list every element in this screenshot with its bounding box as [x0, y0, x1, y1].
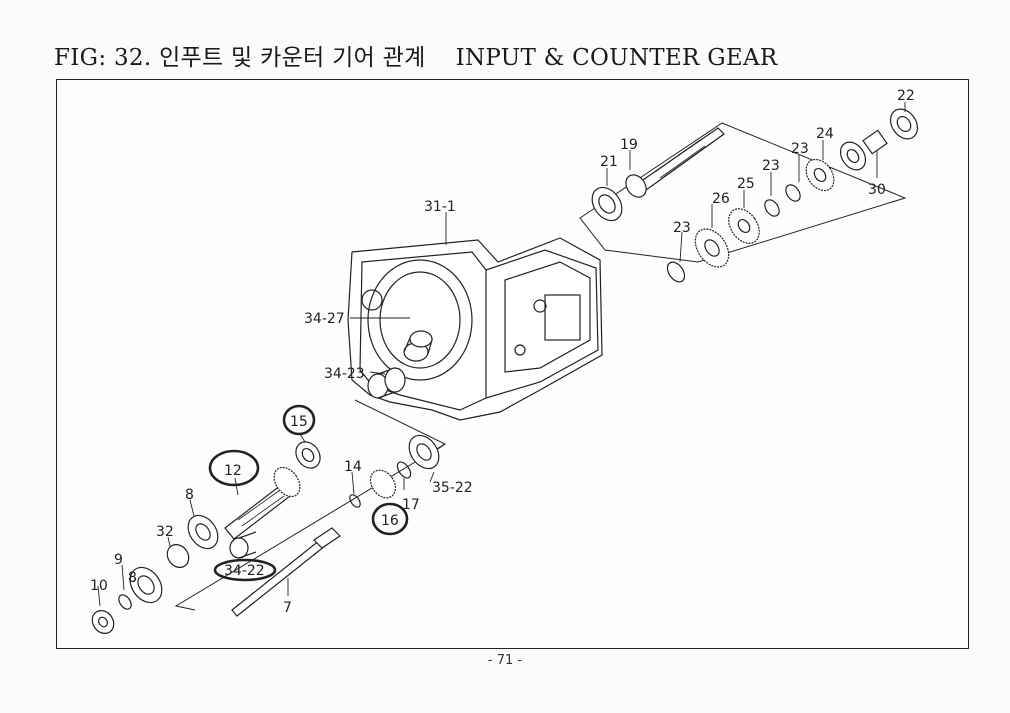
figure-title-prefix: FIG: 32. 인푸트 및 카운터 기어 관계: [54, 45, 426, 71]
page-number: - 71 -: [487, 653, 523, 668]
label-19: 19: [620, 137, 638, 153]
label-34-27: 34-27: [304, 311, 345, 327]
label-14: 14: [344, 459, 362, 475]
label-35-22: 35-22: [432, 480, 473, 496]
label-32: 32: [156, 524, 174, 540]
label-7: 7: [283, 600, 292, 616]
figure-title-english: INPUT & COUNTER GEAR: [455, 45, 778, 71]
label-24: 24: [816, 126, 834, 142]
label-26: 26: [712, 191, 730, 207]
label-23-b: 23: [762, 158, 780, 174]
label-31-1: 31-1: [424, 199, 456, 215]
label-23-c: 23: [673, 220, 691, 236]
label-10: 10: [90, 578, 108, 594]
label-9: 9: [114, 552, 123, 568]
label-16: 16: [381, 513, 399, 529]
label-23-a: 23: [791, 141, 809, 157]
label-34-23: 34-23: [324, 366, 365, 382]
label-8-upper: 8: [185, 487, 194, 503]
label-8-lower: 8: [128, 570, 137, 586]
label-30: 30: [868, 182, 886, 198]
label-15: 15: [290, 414, 308, 430]
label-34-22: 34-22: [224, 563, 265, 579]
label-12: 12: [224, 463, 242, 479]
label-22: 22: [897, 88, 915, 104]
label-17: 17: [402, 497, 420, 513]
label-25: 25: [737, 176, 755, 192]
figure-title: FIG: 32. 인푸트 및 카운터 기어 관계 INPUT & COUNTER …: [54, 38, 778, 72]
label-21: 21: [600, 154, 618, 170]
